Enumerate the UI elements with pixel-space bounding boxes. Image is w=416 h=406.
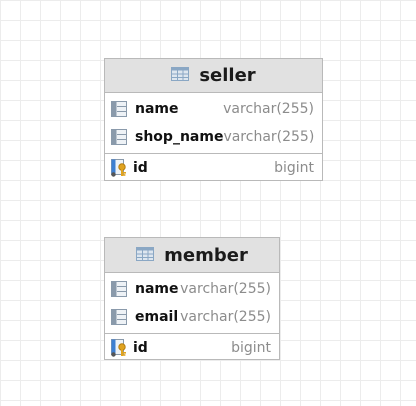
primary-key-name: id (133, 340, 148, 356)
column-name: name (135, 101, 179, 117)
entity-header: member (105, 238, 279, 273)
table-icon (136, 246, 155, 265)
primary-key-name: id (133, 160, 148, 176)
primary-key-row[interactable]: id bigint (105, 334, 279, 362)
column-row[interactable]: name varchar(255) (105, 275, 279, 303)
table-icon (171, 66, 190, 85)
entity-title: member (164, 244, 248, 266)
column-type: varchar(255) (223, 129, 315, 145)
column-icon (111, 128, 129, 146)
column-name: shop_name (135, 129, 224, 145)
column-icon (111, 280, 129, 298)
column-row[interactable]: name varchar(255) (105, 95, 322, 123)
column-icon (111, 100, 129, 118)
column-type: varchar(255) (180, 309, 271, 325)
column-icon (111, 308, 129, 326)
column-name: name (135, 281, 179, 297)
primary-key-row[interactable]: id bigint (105, 154, 322, 182)
entity-member[interactable]: member name varchar(255) (104, 237, 280, 360)
column-row[interactable]: email varchar(255) (105, 303, 279, 331)
column-row[interactable]: shop_name varchar(255) (105, 123, 322, 151)
primary-key-divider (105, 333, 279, 334)
entity-title: seller (199, 65, 256, 86)
entity-header: seller (105, 59, 322, 93)
entity-seller[interactable]: seller name varchar(255) (104, 58, 323, 181)
primary-key-icon (111, 339, 129, 357)
column-name: email (135, 309, 179, 325)
column-type: varchar(255) (223, 101, 314, 117)
primary-key-type: bigint (274, 160, 314, 176)
primary-key-divider (105, 153, 322, 154)
column-type: varchar(255) (180, 281, 271, 297)
primary-key-type: bigint (231, 340, 271, 356)
primary-key-icon (111, 159, 129, 177)
